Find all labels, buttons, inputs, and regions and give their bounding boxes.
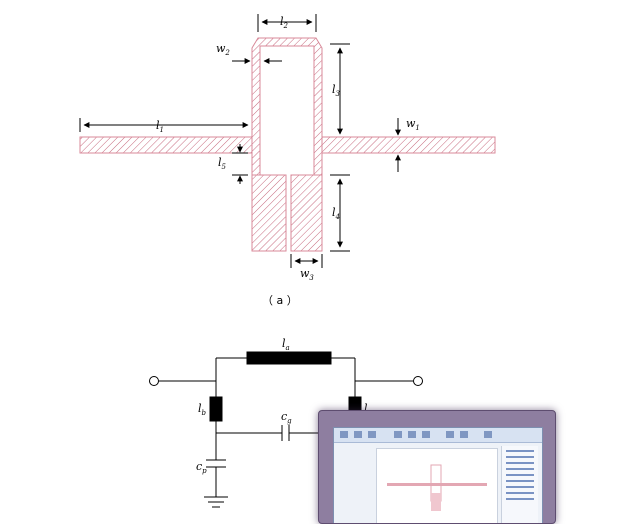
label-cp: cp [196, 460, 207, 475]
label-la: la [282, 337, 290, 352]
loop-resonator [251, 37, 323, 176]
left-feed-line [79, 136, 253, 154]
label-lb: lb [198, 402, 207, 417]
window-thumbnail[interactable] [318, 410, 556, 524]
inductor-lb-left [209, 396, 223, 422]
left-stub [251, 174, 287, 252]
label-l3: l3 [332, 83, 341, 98]
thumbnail-preview-icon [387, 464, 487, 511]
thumbnail-side-pane [501, 446, 538, 523]
label-w2: w2 [216, 42, 230, 57]
label-w1: w1 [406, 117, 420, 132]
label-w3: w3 [300, 267, 314, 282]
label-lb-right: l [364, 402, 368, 415]
label-l5: l5 [218, 156, 227, 171]
equivalent-circuit [149, 351, 423, 508]
output-terminal [413, 376, 423, 386]
input-terminal [149, 376, 159, 386]
label-cg: cg [281, 410, 292, 425]
thumbnail-screen [333, 427, 543, 523]
right-feed-line [321, 136, 496, 154]
label-l4: l4 [332, 206, 340, 221]
microstrip-layout: l1 l2 w2 l3 w1 l5 l4 w3 （ a ） [79, 14, 496, 307]
label-l2: l2 [280, 15, 289, 30]
label-l1: l1 [156, 119, 164, 134]
right-stub [290, 174, 323, 252]
inductor-la [246, 351, 332, 365]
thumbnail-document-page [376, 448, 498, 523]
thumbnail-ribbon [334, 428, 542, 443]
inductor-lb-right [348, 396, 362, 412]
caption-a: （ a ） [262, 294, 298, 307]
